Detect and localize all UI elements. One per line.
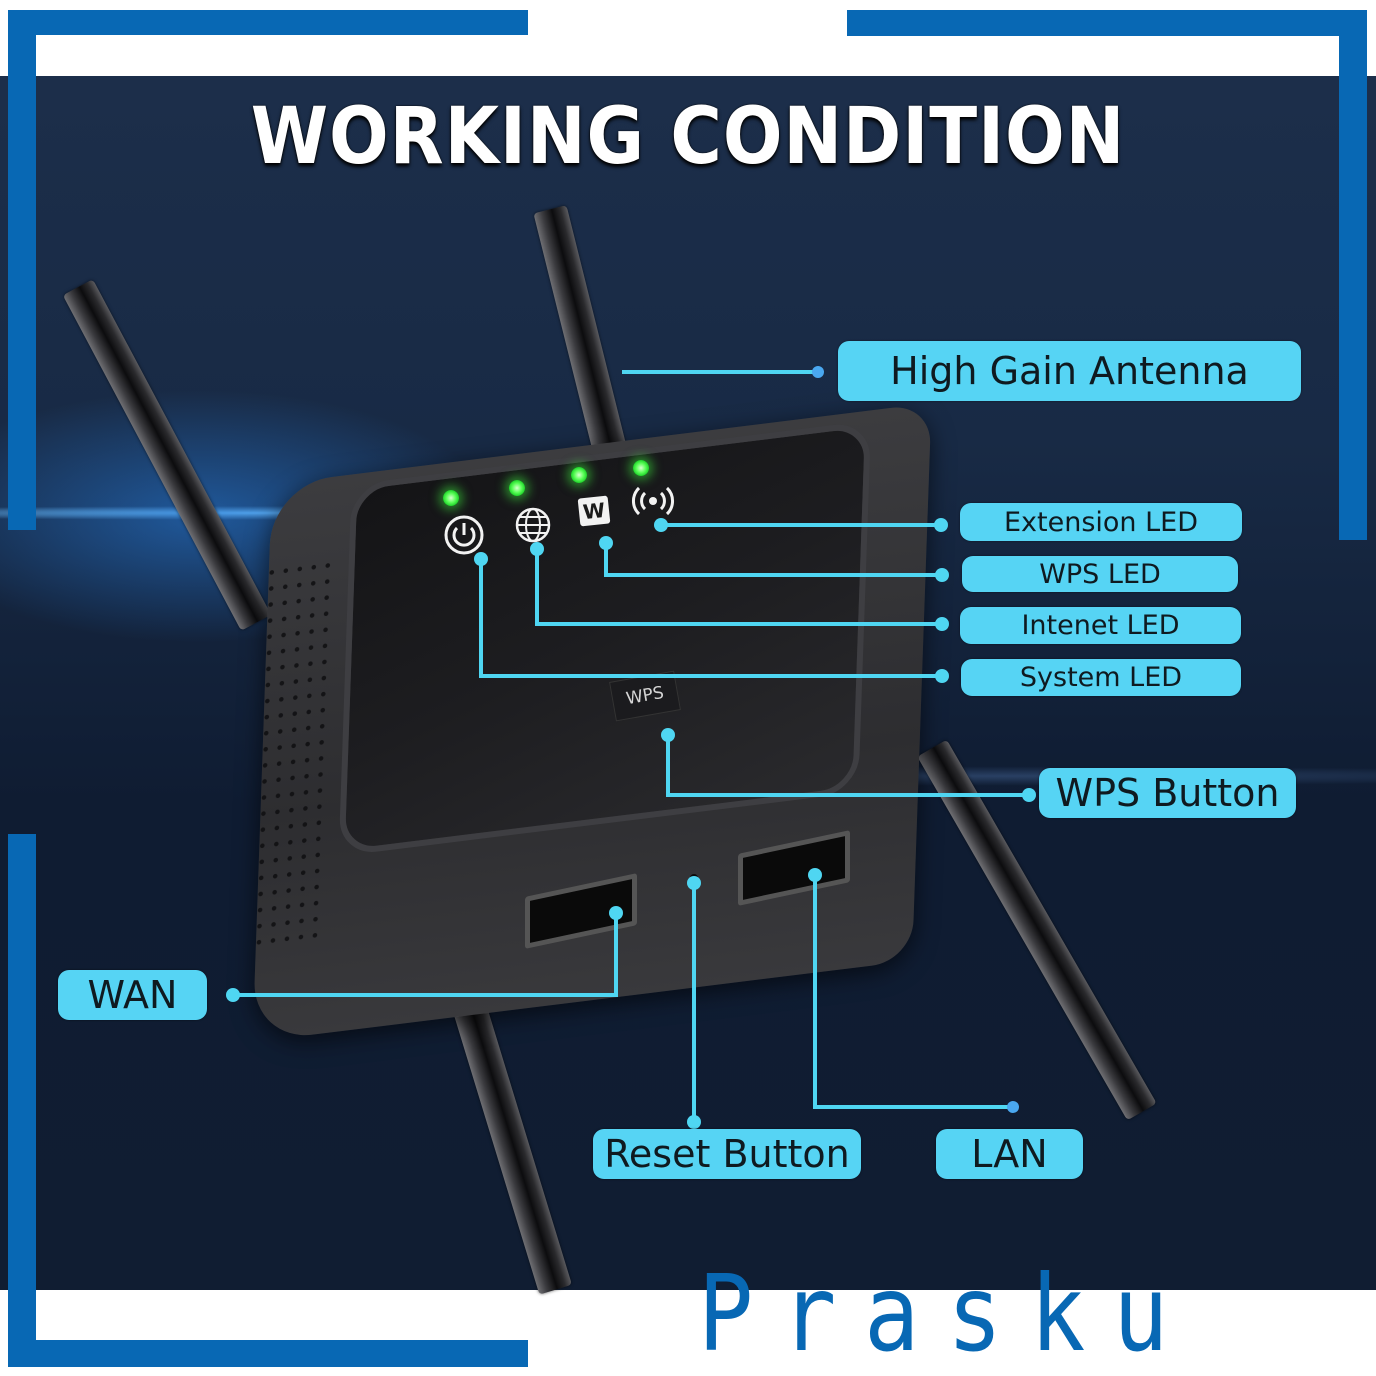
frame-bottom-left-bar: [8, 1340, 528, 1367]
label-reset-button: Reset Button: [593, 1129, 861, 1179]
frame-top-right-bar: [847, 10, 1367, 36]
device-top-panel: [338, 420, 872, 857]
power-icon: [443, 514, 485, 556]
signal-broadcast-icon: [631, 486, 675, 516]
label-system-led: System LED: [961, 659, 1241, 696]
w-badge-icon: W: [577, 495, 611, 527]
page-title: WORKING CONDITION: [250, 92, 1126, 182]
frame-left-upper-bar-overlay: [8, 76, 36, 530]
extension-led: [633, 460, 649, 476]
side-vents: [251, 556, 336, 948]
label-wan: WAN: [58, 970, 207, 1020]
label-lan: LAN: [936, 1129, 1083, 1179]
system-led: [443, 490, 459, 506]
frame-left-lower-bar: [8, 834, 36, 1367]
brand-logo-text: Prasku: [698, 1252, 1196, 1376]
label-extension-led: Extension LED: [960, 503, 1242, 541]
frame-top-left-bar: [8, 10, 528, 35]
label-wps-button: WPS Button: [1039, 768, 1296, 818]
label-high-gain-antenna: High Gain Antenna: [838, 341, 1301, 401]
frame-right-upper-bar-overlay: [1339, 76, 1367, 540]
label-wps-led: WPS LED: [962, 556, 1238, 592]
reset-pinhole: [690, 874, 698, 882]
wps-led: [571, 467, 587, 483]
globe-icon: [514, 506, 552, 544]
internet-led: [509, 480, 525, 496]
label-internet-led: Intenet LED: [960, 607, 1241, 644]
